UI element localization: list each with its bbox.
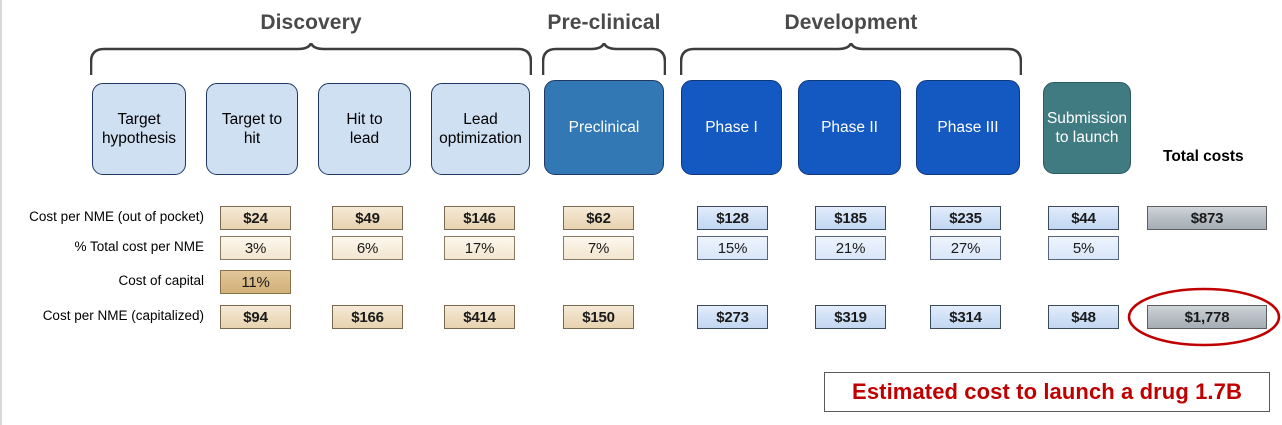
total-cell-r0: $873 xyxy=(1147,206,1267,230)
stage-box-preclinical[interactable]: Preclinical xyxy=(544,80,664,175)
stage-box-phase-iii[interactable]: Phase III xyxy=(916,80,1020,175)
row-label-cost-per-nme-out-of-pocket: Cost per NME (out of pocket) xyxy=(29,209,204,224)
data-cell-r1-c2: 17% xyxy=(444,236,515,260)
group-label-development: Development xyxy=(784,11,918,34)
data-cell-r0-c5: $185 xyxy=(815,206,886,230)
data-cell-r1-c0: 3% xyxy=(220,236,291,260)
left-border-rule xyxy=(0,0,2,425)
stage-box-hit-to-lead[interactable]: Hit to lead xyxy=(318,83,411,175)
data-cell-r1-c5: 21% xyxy=(815,236,886,260)
data-cell-r2-c0: 11% xyxy=(220,270,291,294)
group-label-pre-clinical: Pre-clinical xyxy=(547,11,661,34)
data-cell-r3-c1: $166 xyxy=(332,305,403,329)
stage-box-phase-ii[interactable]: Phase II xyxy=(798,80,901,175)
total-costs-header: Total costs xyxy=(1163,148,1244,165)
data-cell-r3-c5: $319 xyxy=(815,305,886,329)
data-cell-r0-c6: $235 xyxy=(930,206,1001,230)
row-label-total-cost-per-nme: % Total cost per NME xyxy=(74,239,204,254)
data-cell-r0-c7: $44 xyxy=(1048,206,1119,230)
data-cell-r3-c3: $150 xyxy=(563,305,634,329)
row-label-cost-per-nme-capitalized: Cost per NME (capitalized) xyxy=(42,308,204,323)
row-label-cost-of-capital: Cost of capital xyxy=(118,273,204,288)
data-cell-r3-c4: $273 xyxy=(697,305,768,329)
data-cell-r1-c4: 15% xyxy=(697,236,768,260)
data-cell-r0-c0: $24 xyxy=(220,206,291,230)
data-cell-r0-c2: $146 xyxy=(444,206,515,230)
brace-icon-development xyxy=(680,43,1022,75)
data-cell-r0-c1: $49 xyxy=(332,206,403,230)
stage-box-lead-optimization[interactable]: Lead optimization xyxy=(431,83,530,175)
data-cell-r1-c7: 5% xyxy=(1048,236,1119,260)
stage-box-target-hypothesis[interactable]: Target hypothesis xyxy=(92,83,186,175)
stage-box-phase-i[interactable]: Phase I xyxy=(681,80,782,175)
brace-icon-discovery xyxy=(90,43,532,75)
data-cell-r0-c4: $128 xyxy=(697,206,768,230)
data-cell-r1-c3: 7% xyxy=(563,236,634,260)
total-cell-r3: $1,778 xyxy=(1147,305,1267,329)
stage-box-submission-to-launch[interactable]: Submission to launch xyxy=(1043,82,1131,174)
data-cell-r3-c7: $48 xyxy=(1048,305,1119,329)
data-cell-r1-c1: 6% xyxy=(332,236,403,260)
data-cell-r3-c6: $314 xyxy=(930,305,1001,329)
data-cell-r3-c0: $94 xyxy=(220,305,291,329)
data-cell-r0-c3: $62 xyxy=(563,206,634,230)
data-cell-r1-c6: 27% xyxy=(930,236,1001,260)
group-label-discovery: Discovery xyxy=(260,11,362,34)
stage-box-target-to-hit[interactable]: Target to hit xyxy=(206,83,298,175)
estimated-cost-callout: Estimated cost to launch a drug 1.7B xyxy=(824,372,1270,412)
data-cell-r3-c2: $414 xyxy=(444,305,515,329)
brace-icon-pre-clinical xyxy=(542,43,666,75)
